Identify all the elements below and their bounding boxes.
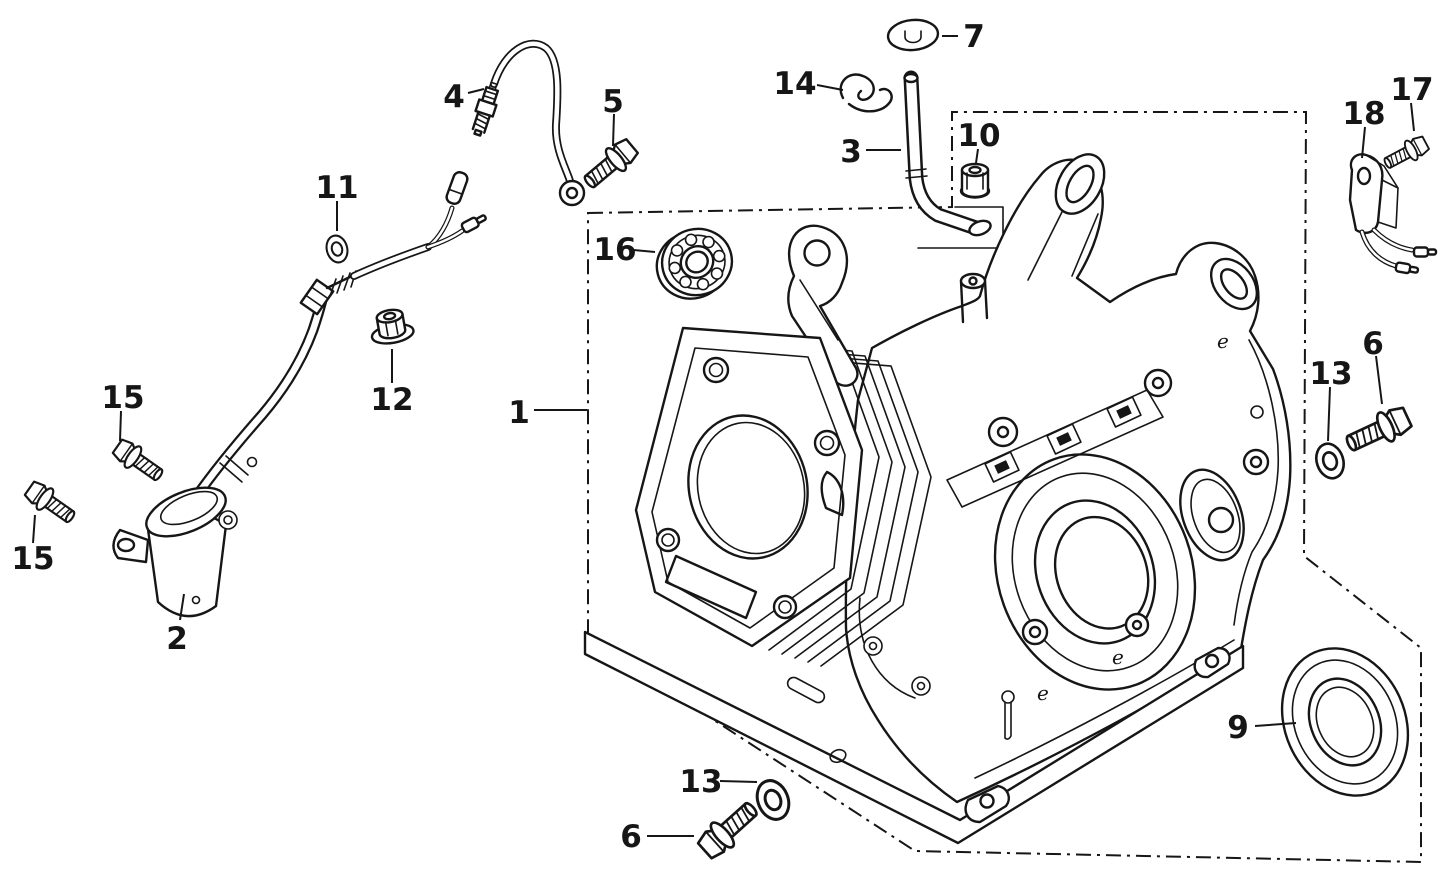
callout-label: 13	[1309, 356, 1352, 392]
gasket-strip	[946, 389, 1164, 508]
callout-label: 6	[620, 819, 642, 855]
callout-3-breather-tube: 3	[840, 134, 901, 170]
callout-7-grommet: 7	[942, 19, 985, 55]
cylinder-head-face	[634, 326, 864, 648]
part-13-washer-right	[1310, 438, 1350, 484]
phantom-boundary-box	[587, 111, 1422, 864]
part-6-bolt-right	[1340, 401, 1416, 460]
part-14-clip	[839, 73, 893, 113]
mounting-lug-center	[1027, 153, 1106, 281]
callout-label: 7	[963, 19, 985, 55]
bolt-bosses	[987, 368, 1270, 646]
part-15-bolt-lower	[21, 476, 81, 530]
cylinder-bore	[687, 414, 809, 560]
part-15-bolt-upper	[109, 434, 169, 488]
callout-6-flange-bolt-bottom: 6	[620, 819, 694, 855]
callout-label: 15	[11, 541, 54, 577]
callout-14-clip-pin: 14	[773, 66, 844, 102]
detail-window	[917, 206, 1004, 249]
part-9-oil-seal	[1280, 647, 1410, 797]
leader-line	[1410, 102, 1415, 132]
cast-mark: e	[1037, 681, 1049, 705]
callout-11-washer: 11	[315, 170, 359, 231]
hose-clamp	[219, 455, 249, 483]
callout-label: 11	[315, 170, 358, 206]
callout-18-diode-bracket: 18	[1342, 96, 1386, 159]
lower-boss-arc	[858, 597, 931, 699]
leader-line	[1375, 355, 1383, 405]
part-10-nut	[959, 162, 991, 199]
callout-10-flange-nut: 10	[957, 118, 1001, 164]
callout-label: 1	[508, 395, 530, 431]
callout-1-cylinder-assembly: 1	[508, 395, 587, 431]
leader-line	[612, 113, 615, 147]
leader-line	[1327, 386, 1331, 442]
callout-label: 12	[370, 382, 413, 418]
pushrod-port	[820, 470, 845, 517]
callout-15-flange-bolt-lower: 15	[11, 514, 55, 577]
leader-line	[119, 410, 122, 442]
leader-line	[719, 780, 758, 783]
base-plate	[583, 630, 1245, 845]
part-13-washer-bottom	[750, 774, 796, 826]
callout-13-sealing-washer-right: 13	[1309, 356, 1353, 442]
callout-label: 5	[602, 84, 624, 120]
callout-12-flange-nut: 12	[370, 349, 414, 418]
callout-4-cable-with-plug: 4	[443, 79, 485, 115]
front-mounting-arm	[787, 224, 859, 387]
part-2-oil-switch	[112, 486, 238, 618]
callout-17-bolt: 17	[1390, 72, 1434, 132]
callout-13-sealing-washer-bottom: 13	[679, 764, 758, 800]
mounting-lug-right	[1209, 257, 1259, 311]
callout-label: 14	[773, 66, 816, 102]
callout-label: 15	[101, 380, 144, 416]
part-4-cable-with-plug	[471, 39, 586, 207]
part-6-bolt-bottom	[693, 794, 765, 864]
cast-mark: e	[1112, 645, 1124, 669]
tube-boss-stud	[959, 272, 989, 324]
callout-label: 17	[1390, 72, 1433, 108]
part-18-diode-bracket	[1348, 153, 1438, 275]
callout-6-flange-bolt-right: 6	[1362, 326, 1384, 405]
leader-line	[467, 88, 485, 94]
bullet-connector	[460, 214, 487, 234]
leader-line	[975, 148, 979, 164]
part-7-grommet	[886, 18, 940, 52]
engine-crankcase	[844, 153, 1292, 804]
callout-16-ball-bearing: 16	[593, 232, 656, 268]
harness-tube	[190, 171, 487, 503]
cast-mark-layer: e e e	[1037, 329, 1229, 705]
part-3-breather-tube	[903, 70, 992, 237]
part-12-nut	[370, 308, 415, 345]
part-5-bolt	[577, 134, 643, 196]
callout-9-oil-seal: 9	[1227, 710, 1297, 746]
ring-terminal	[558, 179, 586, 207]
leader-line	[32, 514, 36, 544]
callout-label: 9	[1227, 710, 1249, 746]
leader-line	[179, 593, 185, 621]
leader-line	[1361, 126, 1366, 159]
callout-15-flange-bolt-upper: 15	[101, 380, 145, 442]
part-16-ball-bearing	[655, 227, 734, 300]
callout-label: 3	[840, 134, 862, 170]
part-11-washer	[322, 232, 352, 266]
leader-line	[632, 249, 656, 253]
callout-label: 2	[166, 621, 188, 657]
leader-line	[816, 84, 844, 91]
callout-label: 10	[957, 118, 1000, 154]
callout-label: 16	[593, 232, 636, 268]
cast-mark: e	[1217, 329, 1229, 353]
callout-label: 6	[1362, 326, 1384, 362]
callout-5-flange-bolt: 5	[602, 84, 624, 147]
callout-2-oil-level-switch: 2	[166, 593, 188, 657]
leader-line	[1254, 722, 1297, 727]
wire-boot	[445, 171, 469, 205]
callout-label: 4	[443, 79, 465, 115]
bottom-port-slot	[664, 554, 758, 620]
part-17-bolt	[1379, 132, 1432, 175]
callout-label: 18	[1342, 96, 1385, 132]
callout-label: 13	[679, 764, 722, 800]
